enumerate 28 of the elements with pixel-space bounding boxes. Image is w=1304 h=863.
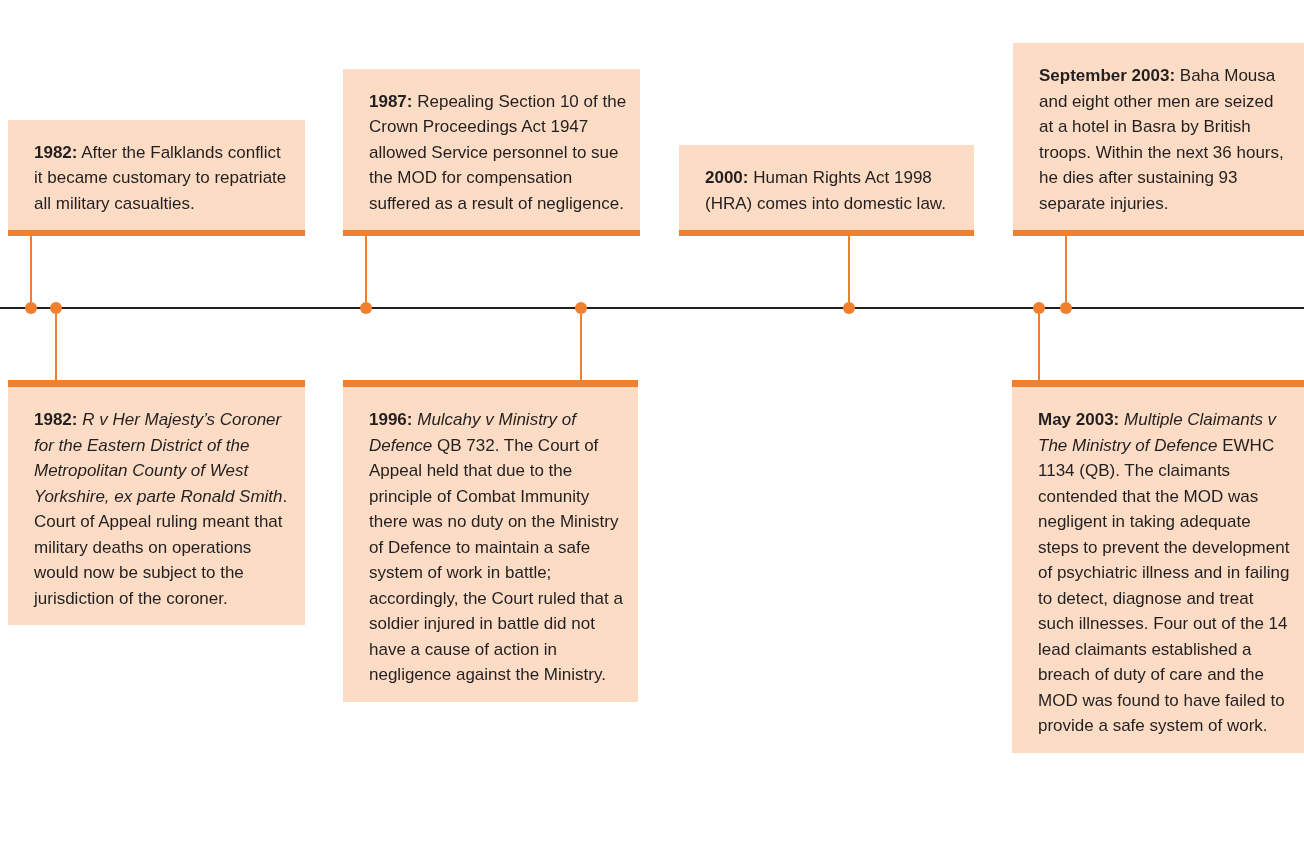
event-text: 1996: Mulcahy v Ministry of Defence QB 732. The Court of Appeal held that due to the principle of Combat Immunity there was no duty on the Ministry of Defence to maintain a safe system of work in battle; accordingly, the Court ruled that a soldier injured in battle did not have a cause of action in negligence against the Ministry. (369, 409, 624, 686)
event-card (343, 68, 640, 236)
timeline-dot (575, 302, 587, 314)
timeline-dot (843, 302, 855, 314)
event-card (8, 380, 305, 625)
event-text: 1987: Repealing Section 10 of the Crown Proceedings Act 1947 allowed Service personnel to sue the MOD for compensation suffered as a result of negligence. (369, 90, 628, 215)
timeline-dot (50, 302, 62, 314)
event-text: September 2003: Baha Mousa and eight other men are seized at a hotel in Basra by British troops. Within the next 36 hours, he dies after sustaining 93 separate injuries. (1039, 65, 1285, 215)
timeline-dot (360, 302, 372, 314)
connector-line (1038, 313, 1040, 381)
connector-line (848, 235, 850, 303)
event-card (1013, 43, 1304, 236)
event-text: 1982: After the Falklands conflict it became customary to repatriate all military casualties. (34, 141, 288, 215)
event-card (343, 380, 638, 702)
timeline-dot (1033, 302, 1045, 314)
event-text: 1982: R v Her Majesty’s Coroner for the Eastern District of the Metropolitan County of West Yorkshire, ex parte Ronald Smith. Court of Appeal ruling meant that military deaths on operations would now be subject to the jurisdiction of the coroner. (34, 409, 289, 610)
timeline-dot (25, 302, 37, 314)
event-card (1012, 380, 1304, 753)
event-text: May 2003: Multiple Claimants v The Ministry of Defence EWHC 1134 (QB). The claimants contended that the MOD was negligent in taking adequate steps to prevent the development of psychiatric illness and in failing to detect, diagnose and treat such illnesses. Four out of the 14 lead claimants established a breach of duty of care and the MOD was found to have failed to provide a safe system of work. (1038, 409, 1291, 737)
event-text: 2000: Human Rights Act 1998 (HRA) comes into domestic law. (705, 167, 947, 215)
timeline-dot (1060, 302, 1072, 314)
connector-line (55, 313, 57, 381)
connector-line (580, 313, 582, 381)
connector-line (1065, 235, 1067, 303)
connector-line (365, 235, 367, 303)
event-card (679, 145, 974, 236)
connector-line (30, 235, 32, 303)
event-card (8, 119, 305, 236)
